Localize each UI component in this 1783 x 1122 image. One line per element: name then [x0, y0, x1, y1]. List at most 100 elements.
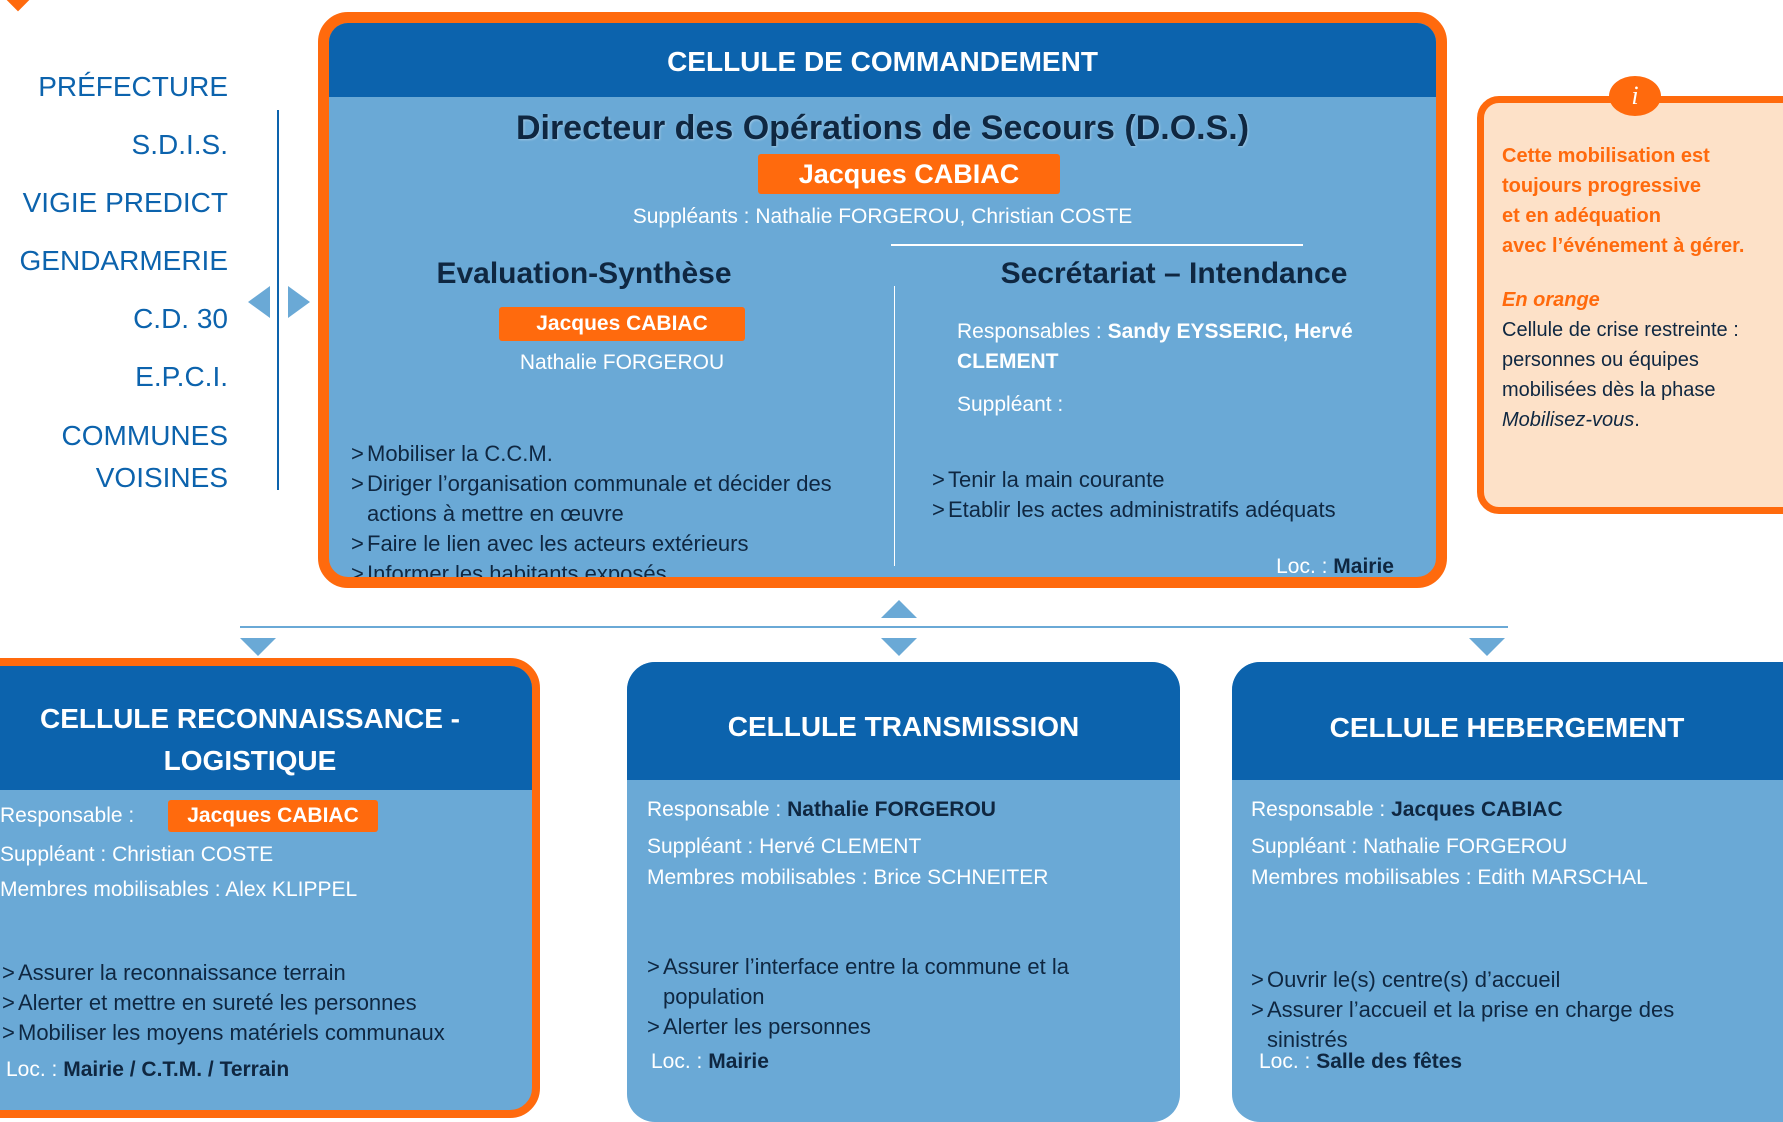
connector-arrow-hebergement [1469, 638, 1505, 656]
partner-sdis: S.D.I.S. [131, 129, 228, 160]
secretariat-loc-label: Loc. : [1276, 555, 1334, 578]
info-icon-letter: i [1631, 81, 1639, 110]
transmission-loc: Loc. : Mairie [651, 1050, 769, 1074]
hebergement-loc-value: Salle des fêtes [1316, 1050, 1463, 1073]
reconnaissance-loc-label: Loc. : [6, 1058, 64, 1081]
secretariat-suppleant: Suppléant : [957, 393, 1064, 416]
secretariat-loc: Loc. : Mairie [1276, 555, 1394, 578]
transmission-resp-name: Nathalie FORGEROU [787, 798, 996, 821]
corner-marker [6, 0, 30, 12]
hebergement-suppleant: Suppléant : Nathalie FORGEROU [1251, 835, 1568, 858]
eval-task: Mobiliser la C.C.M. [351, 439, 871, 469]
partner-communes: COMMUNES [61, 420, 228, 451]
eval-name-badge: Jacques CABIAC [499, 307, 745, 341]
transmission-header: CELLULE TRANSMISSION [627, 662, 1180, 780]
partner-vigie-predict: VIGIE PREDICT [22, 187, 228, 218]
hebergement-task: Assurer l’accueil et la prise en charge … [1251, 995, 1721, 1055]
transmission-task: Alerter les personnes [647, 1012, 1127, 1042]
dos-title: Directeur des Opérations de Secours (D.O… [515, 109, 1250, 147]
eval-task: Informer les habitants exposés [351, 559, 871, 577]
hebergement-header: CELLULE HEBERGEMENT [1232, 662, 1783, 780]
transmission-title: CELLULE TRANSMISSION [727, 711, 1080, 742]
reconnaissance-task: Assurer la reconnaissance terrain [2, 958, 502, 988]
arrow-left-icon [248, 286, 270, 318]
arrow-right-icon [288, 286, 310, 318]
transmission-suppleant: Suppléant : Hervé CLEMENT [647, 835, 922, 858]
reconnaissance-header: CELLULE RECONNAISSANCE - LOGISTIQUE [0, 666, 532, 790]
transmission-loc-value: Mairie [708, 1050, 769, 1073]
commandement-separator [891, 244, 1303, 246]
hebergement-tasks: Ouvrir le(s) centre(s) d’accueil Assurer… [1251, 965, 1721, 1055]
info-message-line: avec l’événement à gérer. [1502, 235, 1745, 257]
info-desc-end: . [1634, 409, 1640, 431]
info-icon: i [1609, 76, 1661, 116]
transmission-responsable: Responsable : Nathalie FORGEROU [647, 798, 996, 822]
info-message-line: Cette mobilisation est [1502, 145, 1710, 167]
hebergement-loc: Loc. : Salle des fêtes [1259, 1050, 1462, 1074]
reconnaissance-title: CELLULE RECONNAISSANCE - LOGISTIQUE [39, 703, 460, 776]
commandement-header: CELLULE DE COMMANDEMENT [329, 23, 1436, 97]
hebergement-title: CELLULE HEBERGEMENT [1329, 712, 1685, 743]
reconnaissance-loc-value: Mairie / C.T.M. / Terrain [63, 1058, 290, 1081]
commandement-column-divider [894, 286, 895, 566]
partner-cd30: C.D. 30 [133, 303, 228, 334]
eval-tasks: Mobiliser la C.C.M. Diriger l’organisati… [351, 439, 871, 577]
reconnaissance-panel: CELLULE RECONNAISSANCE - LOGISTIQUE Resp… [0, 658, 540, 1118]
reconnaissance-task: Alerter et mettre en sureté les personne… [2, 988, 502, 1018]
dos-name-badge: Jacques CABIAC [758, 154, 1060, 194]
hebergement-task: Ouvrir le(s) centre(s) d’accueil [1251, 965, 1721, 995]
hebergement-loc-label: Loc. : [1259, 1050, 1317, 1073]
info-message: Cette mobilisation est toujours progress… [1502, 141, 1783, 261]
secretariat-task: Etablir les actes administratifs adéquat… [932, 495, 1412, 525]
commandement-title: CELLULE DE COMMANDEMENT [667, 46, 1098, 77]
secretariat-tasks: Tenir la main courante Etablir les actes… [932, 465, 1412, 525]
hebergement-resp-label: Responsable : [1251, 798, 1392, 821]
reconnaissance-task: Mobiliser les moyens matériels communaux [2, 1018, 502, 1048]
partner-prefecture: PRÉFECTURE [38, 71, 228, 102]
info-desc-italic: Mobilisez-vous [1502, 409, 1635, 431]
partner-epci: E.P.C.I. [135, 361, 228, 392]
secretariat-resp-names: Sandy EYSSERIC, Hervé CLEMENT [957, 320, 1353, 373]
hebergement-membres: Membres mobilisables : Edith MARSCHAL [1251, 866, 1648, 889]
reconnaissance-loc: Loc. : Mairie / C.T.M. / Terrain [6, 1058, 289, 1082]
reconnaissance-resp-badge: Jacques CABIAC [168, 800, 378, 832]
info-description: Cellule de crise restreinte : personnes … [1502, 315, 1783, 435]
info-desc: Cellule de crise restreinte : personnes … [1502, 319, 1739, 401]
connector-arrow-transmission [881, 638, 917, 656]
secretariat-loc-value: Mairie [1333, 555, 1394, 578]
transmission-tasks: Assurer l’interface entre la commune et … [647, 952, 1127, 1042]
partners-list: PRÉFECTURE S.D.I.S. VIGIE PREDICT GENDAR… [0, 58, 228, 498]
eval-task: Faire le lien avec les acteurs extérieur… [351, 529, 871, 559]
info-message-line: et en adéquation [1502, 205, 1661, 227]
info-text: Cette mobilisation est toujours progress… [1502, 141, 1783, 435]
commandement-panel: CELLULE DE COMMANDEMENT Directeur des Op… [318, 12, 1447, 588]
partners-divider [277, 110, 279, 490]
transmission-membres: Membres mobilisables : Brice SCHNEITER [647, 866, 1049, 889]
connector-up-arrow [881, 600, 917, 618]
partner-gendarmerie: GENDARMERIE [19, 245, 228, 276]
transmission-panel: CELLULE TRANSMISSION Responsable : Natha… [627, 662, 1180, 1122]
connector-arrow-reconnaissance [240, 638, 276, 656]
transmission-loc-label: Loc. : [651, 1050, 709, 1073]
info-box: Cette mobilisation est toujours progress… [1477, 96, 1783, 514]
eval-task: Diriger l’organisation communale et déci… [351, 469, 871, 529]
secretariat-title: Secrétariat – Intendance [1000, 257, 1348, 290]
hebergement-responsable: Responsable : Jacques CABIAC [1251, 798, 1563, 822]
reconnaissance-suppleant: Suppléant : Christian COSTE [0, 843, 274, 866]
partner-voisines: VOISINES [95, 462, 228, 493]
reconnaissance-tasks: Assurer la reconnaissance terrain Alerte… [2, 958, 502, 1048]
connector-line [240, 626, 1508, 628]
secretariat-responsables: Responsables : Sandy EYSSERIC, Hervé CLE… [957, 317, 1377, 377]
eval-second: Nathalie FORGEROU [519, 351, 725, 374]
info-message-line: toujours progressive [1502, 175, 1701, 197]
reconnaissance-membres: Membres mobilisables : Alex KLIPPEL [0, 878, 358, 901]
hebergement-resp-name: Jacques CABIAC [1391, 798, 1563, 821]
dos-suppleants: Suppléants : Nathalie FORGEROU, Christia… [632, 205, 1133, 228]
info-orange-label: En orange [1502, 289, 1600, 311]
secretariat-resp-label: Responsables : [957, 320, 1108, 343]
transmission-resp-label: Responsable : [647, 798, 788, 821]
reconnaissance-resp-label: Responsable : [0, 804, 135, 827]
eval-title: Evaluation-Synthèse [436, 257, 732, 290]
secretariat-task: Tenir la main courante [932, 465, 1412, 495]
hebergement-panel: CELLULE HEBERGEMENT Responsable : Jacque… [1232, 662, 1783, 1122]
